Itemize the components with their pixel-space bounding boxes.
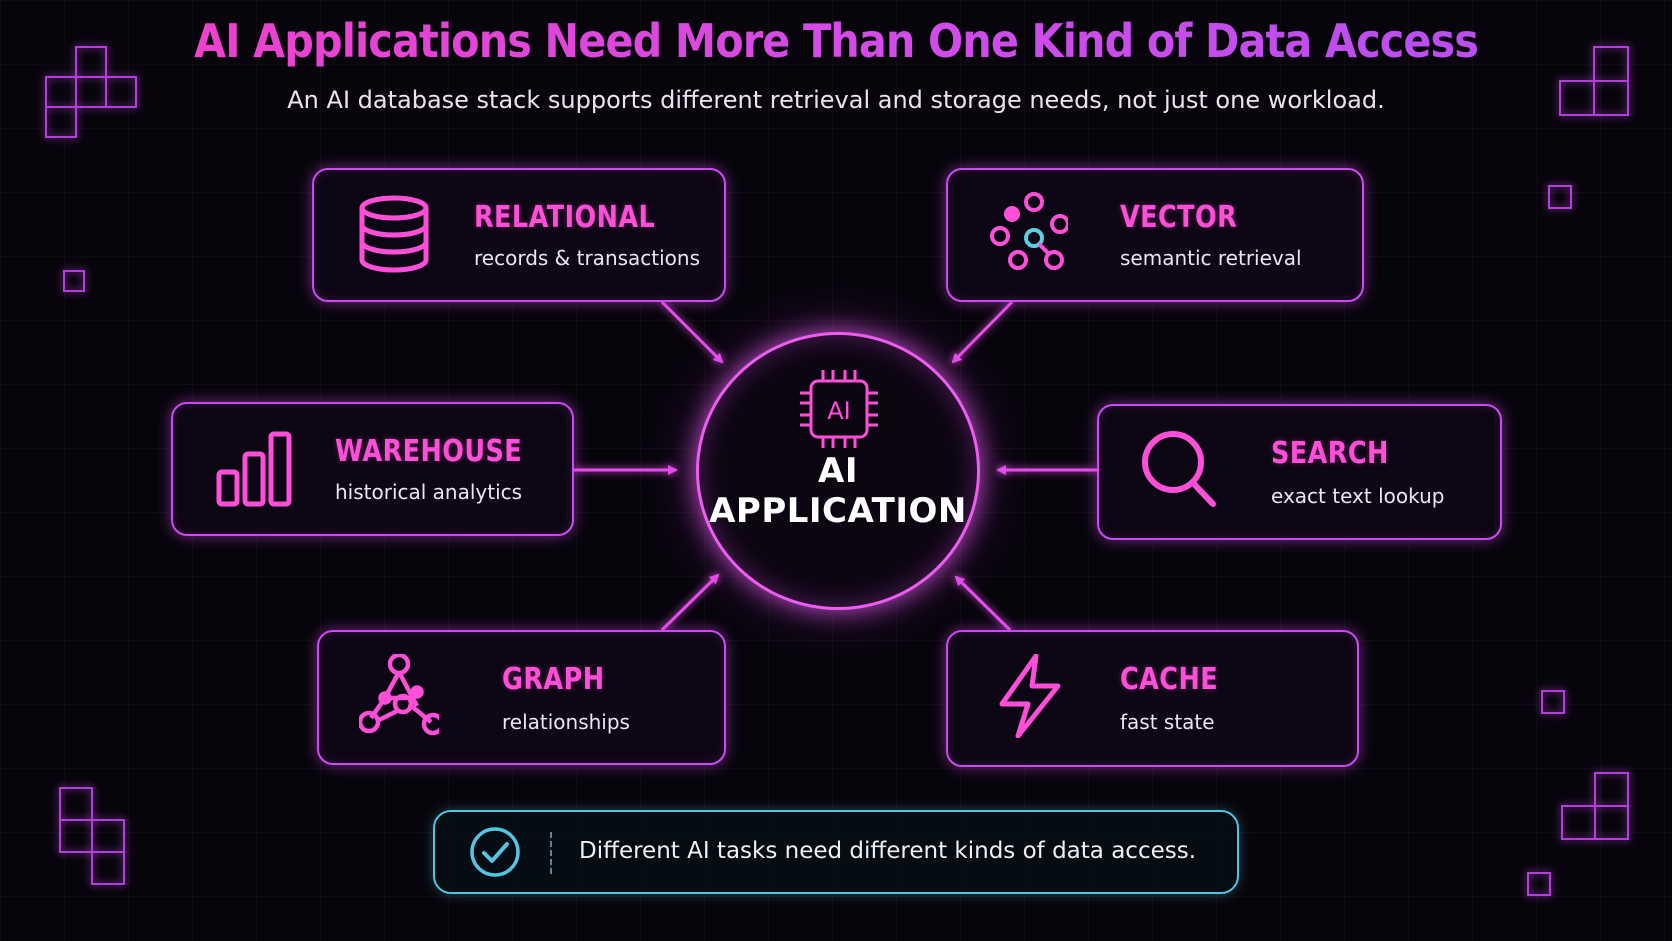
card-title: SEARCH	[1271, 436, 1389, 471]
hub-title-line2: APPLICATION	[709, 491, 967, 531]
hub-title-line1: AI	[818, 451, 858, 491]
graph-card: GRAPH relationships	[317, 630, 726, 765]
card-description: fast state	[1120, 710, 1215, 734]
magnifier-icon	[1142, 431, 1216, 507]
check-circle-icon	[470, 827, 520, 877]
bar-chart-icon	[216, 431, 292, 507]
database-icon	[359, 195, 429, 273]
ai-chip-icon: AI	[800, 370, 878, 448]
relational-card: RELATIONAL records & transactions	[312, 168, 726, 302]
graph-nodes-icon	[359, 654, 439, 736]
ai-application-hub: AI AI APPLICATION	[696, 332, 980, 610]
hub-title: AI APPLICATION	[699, 451, 977, 531]
page-subtitle: An AI database stack supports different …	[287, 86, 1385, 114]
warehouse-card: WAREHOUSE historical analytics	[171, 402, 574, 536]
arrow-relational	[660, 300, 724, 364]
lightning-icon	[999, 654, 1061, 738]
card-title: VECTOR	[1120, 200, 1238, 235]
vector-points-icon	[990, 192, 1068, 270]
card-description: records & transactions	[474, 246, 701, 270]
card-title: CACHE	[1120, 662, 1219, 697]
vector-card: VECTOR semantic retrieval	[946, 168, 1364, 302]
arrow-graph	[660, 573, 720, 632]
card-title: RELATIONAL	[474, 200, 656, 235]
cache-card: CACHE fast state	[946, 630, 1359, 767]
chip-label: AI	[827, 397, 851, 425]
card-description: semantic retrieval	[1120, 246, 1302, 270]
card-description: relationships	[502, 710, 630, 734]
summary-note-box: Different AI tasks need different kinds …	[433, 810, 1239, 894]
card-description: exact text lookup	[1271, 484, 1445, 508]
card-title: WAREHOUSE	[335, 434, 523, 469]
arrow-vector	[951, 300, 1014, 364]
divider	[550, 832, 552, 874]
summary-note: Different AI tasks need different kinds …	[579, 838, 1197, 864]
card-title: GRAPH	[502, 662, 605, 697]
arrow-cache	[954, 575, 1012, 632]
card-description: historical analytics	[335, 480, 523, 504]
page-title: AI Applications Need More Than One Kind …	[84, 14, 1589, 68]
search-card: SEARCH exact text lookup	[1097, 404, 1502, 540]
